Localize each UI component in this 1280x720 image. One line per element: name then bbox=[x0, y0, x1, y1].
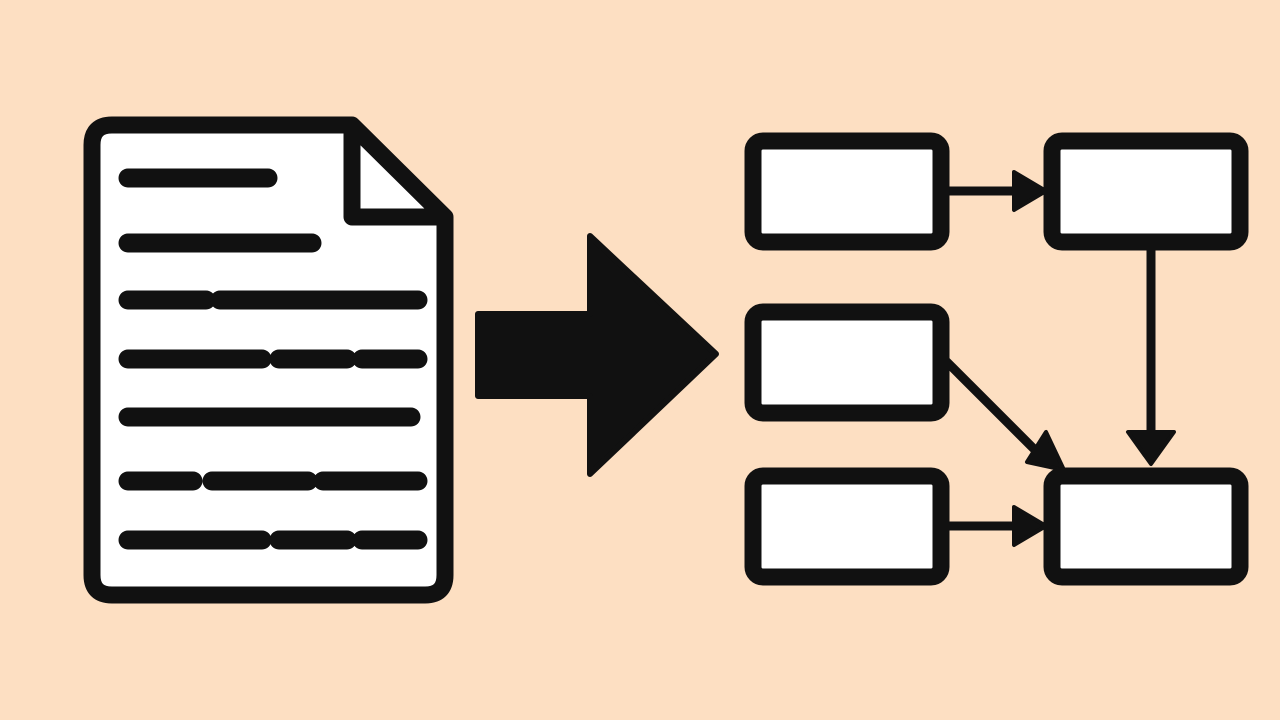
arrowhead-box5-top bbox=[1126, 430, 1176, 466]
flowchart-box-1 bbox=[744, 132, 950, 251]
flowchart-box-4 bbox=[744, 467, 950, 586]
arrowhead-box5-diagonal bbox=[1025, 430, 1066, 472]
document-icon bbox=[83, 116, 454, 604]
arrowhead-box5-left bbox=[1012, 505, 1048, 547]
arrowhead-box2 bbox=[1012, 170, 1048, 212]
connector-box3-box5 bbox=[936, 351, 1039, 454]
flowchart-box-5 bbox=[1043, 467, 1249, 586]
flowchart-box-3 bbox=[744, 303, 950, 422]
flowchart-connectors bbox=[936, 170, 1176, 547]
document-folded-corner bbox=[343, 125, 445, 226]
flowchart-box-2 bbox=[1043, 132, 1249, 251]
flowchart-boxes bbox=[744, 132, 1249, 586]
right-arrow-icon bbox=[475, 233, 719, 477]
document-text-lines bbox=[118, 168, 428, 550]
flowchart-icon bbox=[744, 132, 1249, 586]
